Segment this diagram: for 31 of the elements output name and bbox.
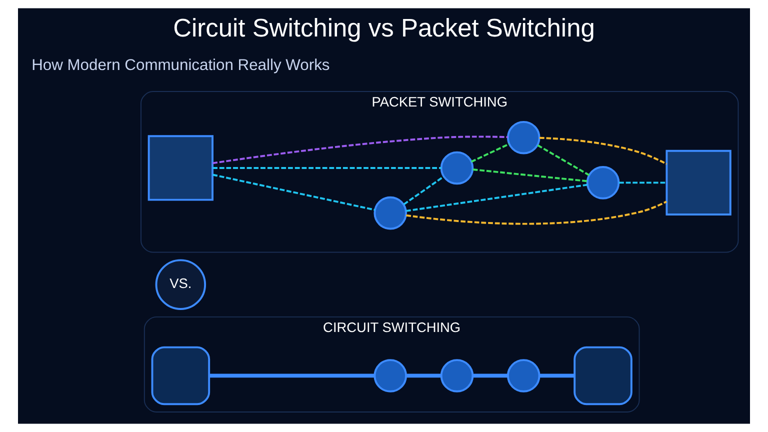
node-circle (586, 166, 620, 200)
cluster: CIRCUIT SWITCHING (144, 316, 640, 412)
connector (406, 374, 442, 378)
node-monitor (666, 150, 732, 216)
node-circle (374, 196, 408, 230)
connector (539, 136, 668, 165)
connector (470, 143, 510, 163)
node-circle (440, 359, 474, 392)
connector (472, 374, 508, 378)
node-circle (506, 120, 540, 154)
connector (472, 168, 588, 182)
connector (537, 144, 590, 176)
connector (540, 374, 574, 378)
node-circle (440, 151, 474, 185)
connector (209, 374, 375, 378)
connector (212, 174, 376, 211)
node-telephone (574, 346, 632, 406)
connector (403, 176, 444, 206)
connector (406, 200, 667, 225)
node-circle (374, 359, 408, 392)
cluster: PACKET SWITCHING (140, 91, 739, 253)
connector (212, 167, 442, 169)
node-circle: VS. (155, 259, 206, 310)
node-telephone (151, 346, 210, 406)
node-monitor (148, 135, 214, 201)
connector (212, 136, 508, 164)
connector (406, 184, 588, 212)
diagram-title: Circuit Switching vs Packet Switching (173, 14, 595, 42)
connector (619, 182, 667, 184)
node-circle (506, 359, 540, 392)
label: How Modern Communication Really Works (32, 56, 330, 74)
